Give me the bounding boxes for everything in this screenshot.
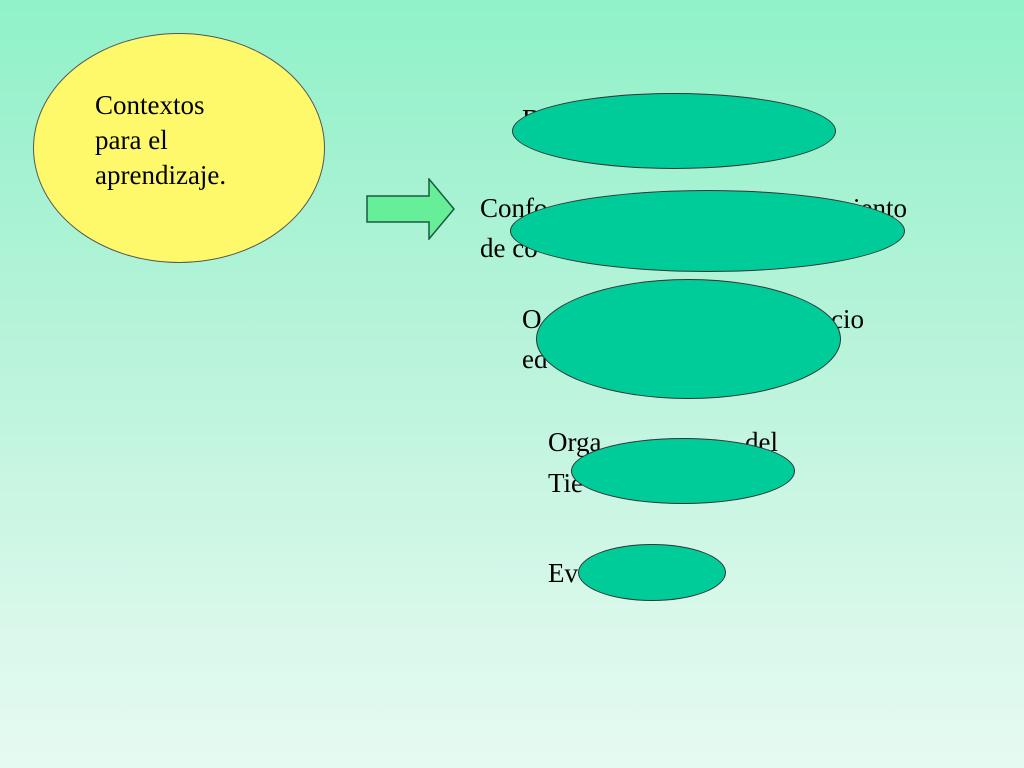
main-topic-label: Contextos para el aprendizaje.: [95, 90, 227, 190]
main-topic-ellipse: [33, 33, 325, 263]
cover-ellipse-5: [578, 544, 726, 601]
item-5-text-a: Ev: [548, 558, 578, 588]
cover-ellipse-4: [571, 438, 795, 504]
item-3-text-a: O: [522, 304, 542, 334]
cover-ellipse-2: [510, 190, 905, 272]
cover-ellipse-1: [512, 93, 836, 169]
cover-ellipse-3: [536, 279, 841, 399]
right-arrow-icon: [366, 178, 455, 240]
